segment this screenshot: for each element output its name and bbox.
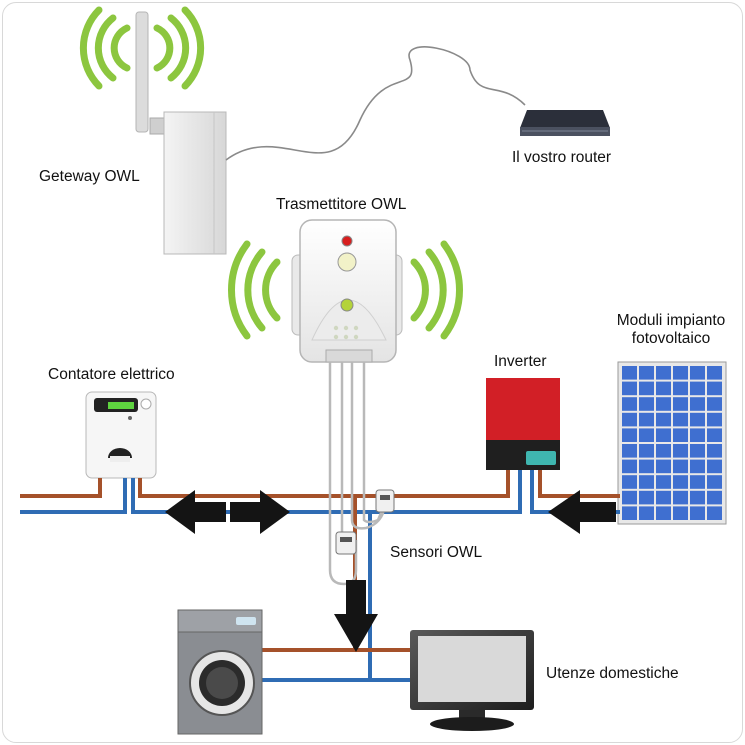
solar-cell	[622, 490, 637, 505]
solar-cell	[622, 475, 637, 489]
solar-cell	[707, 490, 722, 505]
electric-meter-device	[85, 391, 157, 479]
network-cable	[225, 46, 526, 161]
arrow-down	[334, 580, 378, 652]
solar-cell	[673, 490, 688, 505]
pv-modules-label: Moduli impianto fotovoltaico	[616, 312, 726, 347]
transmitter-device	[291, 219, 403, 363]
arrow-left-2	[548, 490, 616, 534]
gateway-device	[135, 11, 227, 255]
solar-panel	[617, 361, 727, 525]
solar-cell	[622, 506, 637, 520]
solar-cell	[707, 381, 722, 396]
solar-cell	[690, 475, 705, 489]
solar-cell	[707, 506, 722, 520]
arrow-right-1	[230, 490, 290, 534]
solar-cell	[622, 397, 637, 411]
solar-cell	[673, 475, 688, 489]
solar-cell	[673, 428, 688, 442]
washing-machine	[177, 609, 263, 735]
solar-cell	[690, 381, 705, 396]
solar-cell	[690, 490, 705, 505]
solar-cell	[673, 506, 688, 520]
solar-cell	[656, 475, 671, 489]
flow-arrows	[165, 490, 616, 652]
router-device	[520, 110, 610, 136]
solar-cell	[656, 428, 671, 442]
solar-cell	[622, 366, 637, 380]
solar-cell	[656, 412, 671, 427]
solar-cell	[707, 397, 722, 411]
solar-cell	[690, 412, 705, 427]
solar-cell	[673, 366, 688, 380]
solar-cell	[690, 444, 705, 458]
solar-cell	[656, 459, 671, 474]
solar-cell	[656, 397, 671, 411]
solar-cell	[639, 428, 654, 442]
inverter-label: Inverter	[494, 353, 547, 370]
solar-cell	[639, 397, 654, 411]
solar-cell	[656, 490, 671, 505]
solar-cell	[656, 506, 671, 520]
gateway-signal-waves	[79, 6, 205, 90]
solar-cell	[656, 444, 671, 458]
solar-cell	[707, 475, 722, 489]
solar-cell	[622, 444, 637, 458]
solar-cell	[707, 366, 722, 380]
solar-cell	[639, 381, 654, 396]
appliances-label: Utenze domestiche	[546, 665, 679, 682]
transmitter-label: Trasmettitore OWL	[276, 196, 407, 213]
television	[410, 630, 534, 731]
solar-cell	[690, 397, 705, 411]
solar-cell	[673, 412, 688, 427]
transmitter-signal-waves	[228, 240, 463, 340]
solar-cell	[639, 490, 654, 505]
inverter-device	[486, 378, 560, 470]
solar-cell	[639, 475, 654, 489]
arrow-left-1	[165, 490, 226, 534]
solar-cell	[690, 366, 705, 380]
solar-cell	[639, 366, 654, 380]
solar-cell	[622, 381, 637, 396]
owl-sensor-clamps	[335, 489, 395, 555]
solar-cell	[656, 381, 671, 396]
solar-cell	[639, 412, 654, 427]
sensors-label: Sensori OWL	[390, 544, 483, 561]
solar-cell	[707, 412, 722, 427]
solar-cell	[639, 506, 654, 520]
solar-cell	[639, 459, 654, 474]
solar-cell	[639, 444, 654, 458]
solar-cell	[673, 381, 688, 396]
meter-label: Contatore elettrico	[48, 366, 175, 383]
solar-cell	[622, 412, 637, 427]
solar-cell	[707, 428, 722, 442]
solar-cell	[622, 428, 637, 442]
solar-cell	[690, 506, 705, 520]
sensor-cables	[328, 362, 386, 586]
router-label: Il vostro router	[512, 149, 612, 166]
solar-cell	[656, 366, 671, 380]
solar-cell	[673, 444, 688, 458]
solar-cell	[690, 459, 705, 474]
solar-cell	[673, 459, 688, 474]
solar-cell	[707, 444, 722, 458]
solar-cell	[690, 428, 705, 442]
solar-cell	[622, 459, 637, 474]
gateway-label: Geteway OWL	[39, 168, 140, 185]
solar-cell	[707, 459, 722, 474]
solar-cell	[673, 397, 688, 411]
